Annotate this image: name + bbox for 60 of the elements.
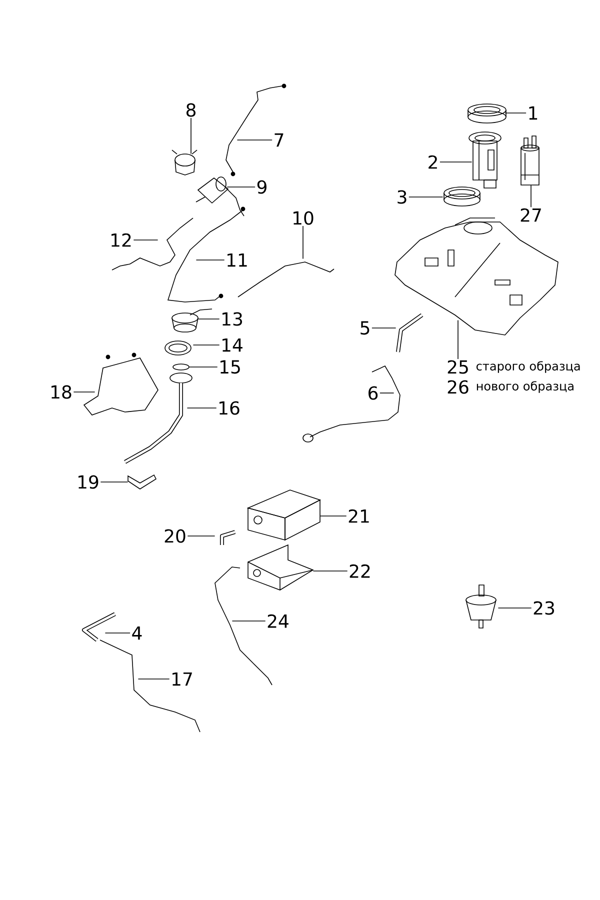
part-drawing: [167, 206, 246, 302]
part-drawing: [100, 640, 200, 732]
part-drawing: [220, 530, 236, 545]
leader-line: [530, 184, 532, 208]
leader-line: [312, 570, 348, 572]
leader-line: [408, 196, 444, 198]
callout-number: 21: [348, 509, 369, 523]
callout-number: 27: [520, 208, 541, 222]
part-drawing: [196, 176, 244, 216]
callout-number: 13: [222, 312, 242, 326]
leader-line: [198, 318, 220, 320]
callout-number: 25: [448, 360, 468, 374]
callout-number: 26: [448, 380, 468, 394]
part-drawing: [468, 132, 502, 188]
part-drawing: [466, 584, 496, 628]
callout-number: 19: [78, 475, 98, 489]
callout-number: 16: [220, 401, 240, 415]
leader-line: [190, 118, 192, 154]
part-drawing: [83, 352, 158, 416]
callout-number: 1: [529, 106, 538, 120]
part-drawing: [396, 313, 424, 352]
callout-number: 15: [220, 360, 240, 374]
part-drawing: [248, 544, 314, 590]
part-drawing: [468, 104, 506, 124]
callout-number: 10: [294, 211, 314, 225]
part-drawing: [82, 612, 116, 642]
part-drawing: [302, 365, 400, 442]
part-drawing: [444, 186, 480, 206]
part-drawing: [124, 372, 192, 464]
callout-number: 14: [222, 338, 242, 352]
callout-number: 8: [186, 103, 196, 117]
part-drawing: [172, 150, 198, 176]
callout-number: 2: [428, 155, 437, 169]
leader-line: [232, 620, 266, 622]
leader-line: [226, 186, 256, 188]
part-drawing: [128, 474, 157, 490]
callout-number: 24: [268, 614, 288, 628]
leader-line: [188, 366, 218, 368]
leader-line: [138, 678, 170, 680]
leader-line: [192, 344, 220, 346]
note-text: старого образца: [476, 361, 580, 373]
part-drawing: [226, 84, 286, 176]
part-drawing: [520, 136, 540, 186]
callout-number: 22: [350, 564, 370, 578]
part-drawing: [172, 308, 212, 332]
part-drawing: [164, 340, 192, 356]
part-drawing: [172, 364, 190, 370]
callout-number: 20: [164, 529, 186, 543]
callout-number: 18: [52, 385, 72, 399]
callout-number: 4: [132, 626, 142, 640]
part-drawing: [112, 218, 194, 270]
leader-line: [504, 112, 526, 114]
callout-number: 3: [398, 190, 406, 204]
leader-line: [104, 632, 130, 634]
callout-number: 9: [257, 180, 266, 194]
leader-line: [302, 226, 304, 260]
leader-line: [380, 392, 394, 394]
callout-number: 23: [534, 601, 554, 615]
callout-number: 5: [360, 321, 370, 335]
note-text: нового образца: [476, 381, 574, 393]
